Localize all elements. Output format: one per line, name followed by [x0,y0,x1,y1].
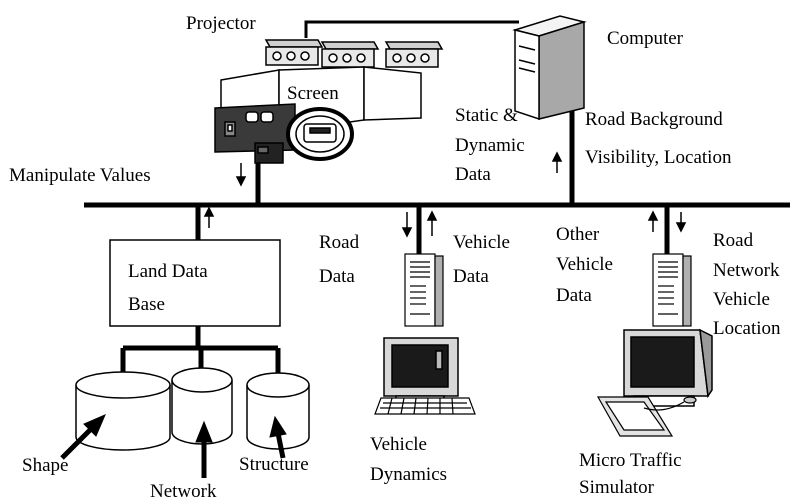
label-other-vehicle-line-2: Vehicle [556,254,613,275]
label-computer: Computer [607,28,683,49]
traffic-simulator-tablet-icon [596,396,697,437]
label-visibility-location: Visibility, Location [585,147,732,168]
arrow-down-road-data-icon [401,212,413,238]
arrow-down-road-network-icon [675,212,687,233]
label-vehicle-dynamics-line-1: Vehicle [370,434,427,455]
label-other-vehicle-line-3: Data [556,285,592,306]
label-road-network-line-3: Vehicle [713,289,770,310]
label-structure: Structure [239,454,309,475]
arrow-icons [203,151,687,238]
label-vehicle-data-line-2: Data [453,266,489,287]
label-road-network-line-4: Location [713,318,781,339]
input-arrow-shape-icon [60,414,106,460]
traffic-simulator-tower-icon [652,253,692,327]
arrow-up-land-database-icon [203,206,215,228]
traffic-simulator-monitor-icon [623,328,713,407]
projector-icon [264,39,444,68]
arrow-up-other-vehicle-icon [647,210,659,232]
cockpit-icon [214,103,354,164]
vehicle-dynamics-keyboard-icon [374,397,476,415]
arrow-down-cockpit-icon [235,163,247,187]
projector-unit-2 [320,41,380,68]
projector-unit-1 [264,39,324,66]
computer-tower-icon [512,15,587,121]
label-road-data-line-2: Data [319,266,355,287]
arrow-up-static-data-icon [551,151,563,173]
label-shape: Shape [22,455,69,476]
label-static-dynamic-line-2: Dynamic [455,135,525,156]
input-arrow-network-icon [195,420,213,478]
label-micro-traffic-line-1: Micro Traffic [579,450,682,471]
projector-unit-3 [384,41,444,68]
label-static-dynamic-line-3: Data [455,164,491,185]
label-projector: Projector [186,13,256,34]
land-database-box [109,239,281,327]
database-cylinder-structure-icon [246,372,310,450]
label-road-network-line-1: Road [713,230,754,251]
label-vehicle-data-line-1: Vehicle [453,232,510,253]
label-land-database-line-2: Base [128,294,165,315]
label-road-network-line-2: Network [713,260,780,281]
database-tree [120,326,281,380]
label-micro-traffic-line-2: Simulator [579,477,654,498]
label-manipulate-values: Manipulate Values [9,165,151,186]
label-road-data-line-1: Road [319,232,360,253]
database-cylinder-network-icon [171,367,233,445]
label-network: Network [150,481,217,498]
label-static-dynamic-line-1: Static & [455,105,518,126]
label-vehicle-dynamics-line-2: Dynamics [370,464,448,485]
vehicle-dynamics-monitor-icon [383,337,459,405]
label-other-vehicle-line-1: Other [556,224,600,245]
arrow-up-vehicle-data-icon [426,210,438,236]
label-land-database-line-1: Land Data [128,261,208,282]
label-road-background: Road Background [585,109,723,130]
vehicle-dynamics-tower-icon [404,253,444,327]
label-screen: Screen [287,83,339,104]
database-cylinder-shape-icon [75,371,171,451]
input-arrow-structure-icon [269,415,287,459]
projector-computer-cable [304,20,519,38]
